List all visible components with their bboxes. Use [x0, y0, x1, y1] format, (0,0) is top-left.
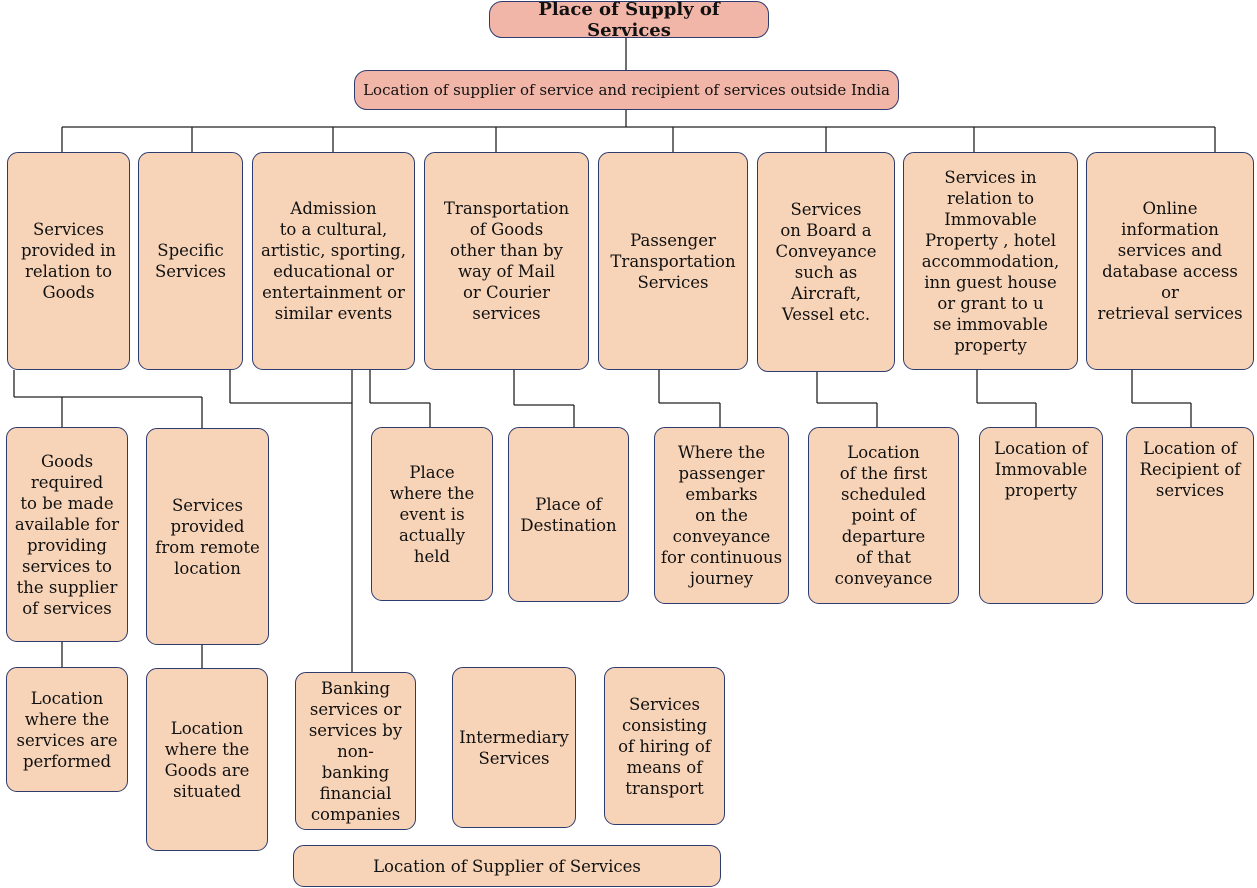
- goods-situated-box: Location where the Goods are situated: [146, 668, 268, 851]
- category-specific-services: Specific Services: [138, 152, 243, 370]
- intermediary-services-box: Intermediary Services: [452, 667, 576, 828]
- category-on-board-conveyance: Services on Board a Conveyance such as A…: [757, 152, 895, 372]
- event-location-box: Place where the event is actually held: [371, 427, 493, 601]
- hiring-transport-box: Services consisting of hiring of means o…: [604, 667, 725, 825]
- remote-location-box: Services provided from remote location: [146, 428, 269, 645]
- category-passenger-transportation: Passenger Transportation Services: [598, 152, 748, 370]
- category-online-services: Online information services and database…: [1086, 152, 1254, 370]
- subtitle-box: Location of supplier of service and reci…: [354, 70, 899, 110]
- category-goods: Services provided in relation to Goods: [7, 152, 130, 370]
- category-transportation-goods: Transportation of Goods other than by wa…: [424, 152, 589, 370]
- first-departure-box: Location of the first scheduled point of…: [808, 427, 959, 604]
- recipient-location-box: Location of Recipient of services: [1126, 427, 1254, 604]
- embarks-box: Where the passenger embarks on the conve…: [654, 427, 789, 604]
- goods-required-box: Goods required to be made available for …: [6, 427, 128, 642]
- category-immovable-property: Services in relation to Immovable Proper…: [903, 152, 1078, 370]
- destination-box: Place of Destination: [508, 427, 629, 602]
- banking-services-box: Banking services or services by non- ban…: [295, 672, 416, 830]
- title-box: Place of Supply of Services: [489, 0, 769, 41]
- subtitle: Location of supplier of service and reci…: [363, 80, 890, 99]
- services-performed-box: Location where the services are performe…: [6, 667, 128, 792]
- title: Place of Supply of Services: [538, 0, 720, 41]
- immovable-location-box: Location of Immovable property: [979, 427, 1103, 604]
- supplier-location-box: Location of Supplier of Services: [293, 845, 721, 887]
- category-admission-events: Admission to a cultural, artistic, sport…: [252, 152, 415, 370]
